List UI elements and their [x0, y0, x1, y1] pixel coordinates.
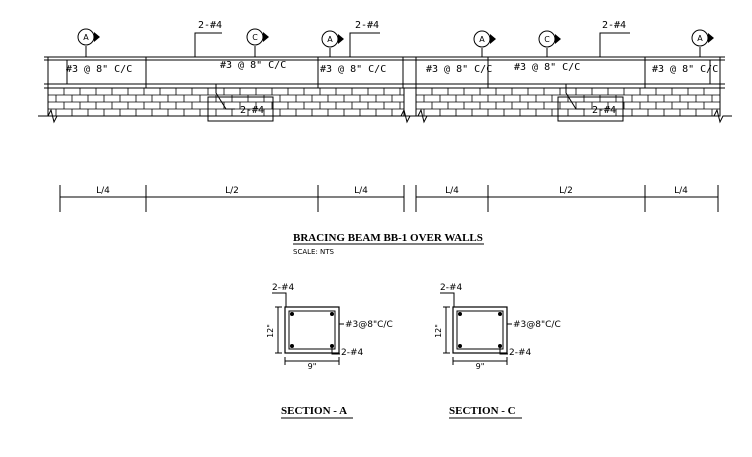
rebar-dot [290, 312, 294, 316]
stirrup-spacing-label: #3 @ 8" C/C [514, 62, 580, 73]
rebar-dot [290, 344, 294, 348]
stirrup-label: #3@8"C/C [513, 320, 561, 330]
width-label: 9" [476, 362, 485, 371]
svg-text:C: C [252, 33, 258, 42]
section-a: 2-#4 #3@8"C/C 2-#4 12" 9" SECTION - A [266, 283, 393, 419]
top-bar-leader [349, 32, 380, 57]
dimension-label: L/4 [354, 186, 368, 196]
grid-bubble: A [77, 28, 100, 57]
stirrup-spacing-label: #3 @ 8" C/C [320, 64, 386, 75]
drawing-scale: SCALE: NTS [293, 248, 335, 256]
top-bar-label: 2-#4 [355, 20, 379, 31]
top-bar-leader [194, 32, 222, 57]
dimension-line: L/4 L/2 L/4 L/4 L/2 L/4 [59, 185, 719, 212]
break-line [708, 108, 732, 124]
break-line [395, 108, 432, 124]
grid-bubble: A [473, 30, 496, 57]
bottom-bar-label: 2-#4 [240, 105, 264, 116]
rebar-dot [458, 344, 462, 348]
section-c: 2-#4 #3@8"C/C 2-#4 12" 9" SECTION - C [434, 283, 561, 419]
svg-text:A: A [697, 34, 703, 43]
stirrup-outline [456, 310, 504, 350]
stirrup-spacing-label: #3 @ 8" C/C [66, 64, 132, 75]
stirrup-outline [288, 310, 336, 350]
bottom-bar-label: 2-#4 [592, 105, 616, 116]
svg-text:A: A [479, 35, 485, 44]
bottom-bar-label: 2-#4 [509, 348, 532, 358]
width-label: 9" [308, 362, 317, 371]
beam-elevation: #3 @ 8" C/C #3 @ 8" C/C #3 @ 8" C/C #3 @… [44, 20, 725, 122]
svg-text:C: C [544, 35, 550, 44]
dimension-label: L/2 [559, 186, 573, 196]
rebar-dot [330, 312, 334, 316]
grid-bubble: A [321, 30, 344, 57]
top-bar-leader [440, 292, 455, 307]
drawing-title: BRACING BEAM BB-1 OVER WALLS [293, 232, 483, 244]
section-outline [452, 306, 508, 354]
top-bar-label: 2-#4 [602, 20, 626, 31]
brick-courses [48, 88, 720, 116]
bottom-bar-leader [331, 348, 340, 355]
svg-text:A: A [327, 35, 333, 44]
grid-bubble: C [246, 28, 269, 57]
stirrup-spacing-label: #3 @ 8" C/C [652, 64, 718, 75]
rebar-dot [498, 312, 502, 316]
rebar-dot [458, 312, 462, 316]
rebar-dot [330, 344, 334, 348]
top-bar-label: 2-#4 [272, 283, 295, 293]
height-label: 12" [266, 324, 275, 338]
stirrup-spacing-label: #3 @ 8" C/C [426, 64, 492, 75]
bottom-bar-label: 2-#4 [341, 348, 364, 358]
section-outline [284, 306, 340, 354]
dimension-label: L/4 [96, 186, 110, 196]
top-bar-leader [272, 292, 287, 307]
svg-text:A: A [83, 33, 89, 42]
rebar-dot [498, 344, 502, 348]
grid-bubble: A [691, 29, 714, 57]
top-bar-leader [599, 32, 630, 57]
stirrup-label: #3@8"C/C [345, 320, 393, 330]
grid-bubble: C [538, 30, 561, 57]
dimension-label: L/4 [674, 186, 688, 196]
stirrup-spacing-label: #3 @ 8" C/C [220, 60, 286, 71]
bottom-bar-leader [499, 348, 508, 355]
section-title: SECTION - C [449, 405, 516, 417]
wall-gap [403, 87, 417, 117]
section-title: SECTION - A [281, 405, 347, 417]
top-bar-label: 2-#4 [198, 20, 222, 31]
break-line [38, 108, 62, 124]
dimension-label: L/4 [445, 186, 459, 196]
dimension-label: L/2 [225, 186, 239, 196]
masonry-wall [38, 87, 732, 124]
height-label: 12" [434, 324, 443, 338]
top-bar-label: 2-#4 [440, 283, 463, 293]
